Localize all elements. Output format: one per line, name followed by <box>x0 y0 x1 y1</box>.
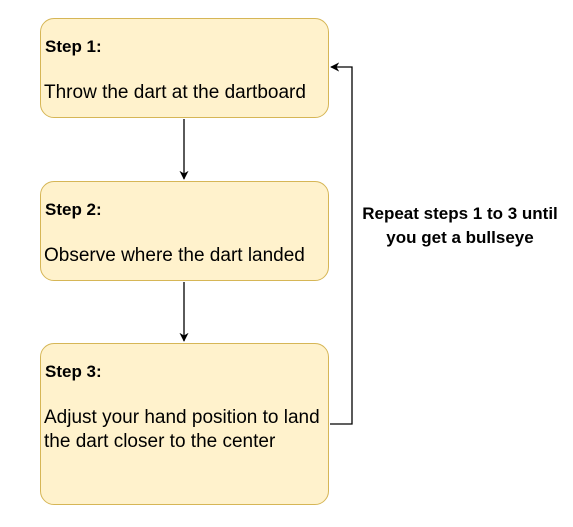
step-1-title: Step 1: <box>45 37 102 56</box>
step-3-box: Step 3: Adjust your hand position to lan… <box>40 343 329 505</box>
step-2-title: Step 2: <box>45 200 102 219</box>
step-1-box: Step 1: Throw the dart at the dartboard <box>40 18 329 118</box>
step-3-description: Adjust your hand position to land the da… <box>44 407 320 452</box>
step-2-box: Step 2: Observe where the dart landed <box>40 181 329 281</box>
step-2-description: Observe where the dart landed <box>44 245 305 266</box>
loop-note: Repeat steps 1 to 3 until you get a bull… <box>362 204 558 247</box>
arrow-loop-step3-to-step1 <box>330 62 353 425</box>
step-3-title: Step 3: <box>45 362 102 381</box>
step-1-description: Throw the dart at the dartboard <box>44 82 306 103</box>
